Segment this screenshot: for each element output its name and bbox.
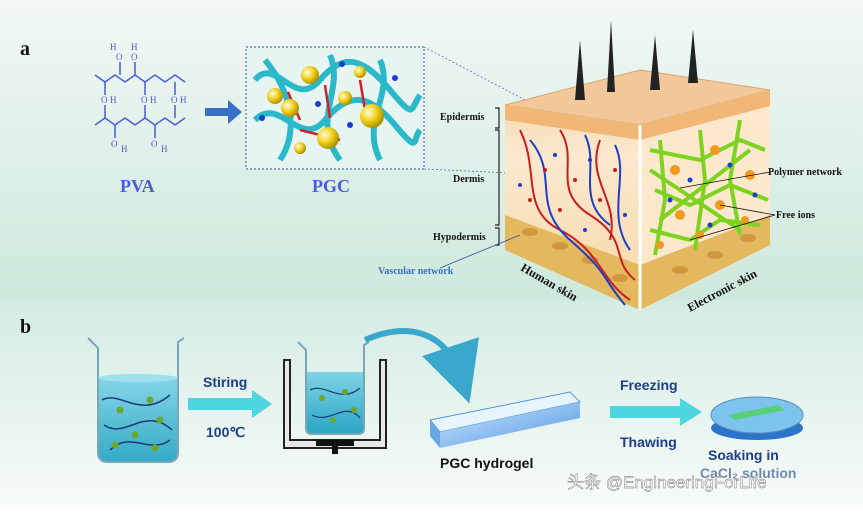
pgc-label: PGC	[312, 176, 350, 196]
vascular-network-label: Vascular network	[378, 266, 454, 277]
vascular-pointer	[439, 234, 521, 269]
svg-text:O: O	[131, 52, 138, 62]
pva-structure	[94, 62, 186, 138]
free-ions-label: Free ions	[776, 210, 815, 221]
annotation-pointers	[679, 171, 776, 241]
pva-label: PVA	[120, 176, 155, 196]
freezing-label: Freezing	[620, 377, 678, 393]
pgc-network	[252, 53, 423, 162]
svg-text:O: O	[151, 139, 158, 149]
svg-text:H: H	[131, 42, 138, 52]
skin-cross-section	[504, 20, 771, 310]
svg-text:O: O	[111, 139, 118, 149]
soaking-solution-label: CaCl₂ solution	[700, 465, 796, 481]
stiring-arrow	[188, 390, 272, 418]
hydrogel-label: PGC hydrogel	[440, 455, 533, 471]
pour-arrow	[363, 328, 479, 404]
dermis-label: Dermis	[453, 174, 484, 185]
panel-a-label: a	[20, 38, 30, 60]
beaker-stirring	[87, 337, 185, 463]
pva-atom-labels: O H O H O H O H O H O H O H	[101, 42, 187, 154]
svg-text:H: H	[110, 95, 117, 105]
panel-b-label: b	[20, 316, 31, 338]
svg-text:O: O	[171, 95, 178, 105]
polymer-network-label: Polymer network	[768, 167, 842, 178]
svg-text:O: O	[141, 95, 148, 105]
petri-dish	[710, 396, 804, 440]
thawing-label: Thawing	[620, 434, 677, 450]
hydrogel-slab	[429, 391, 582, 448]
temperature-label: 100℃	[206, 424, 245, 440]
svg-text:H: H	[150, 95, 157, 105]
svg-text:O: O	[116, 52, 123, 62]
svg-text:O: O	[101, 95, 108, 105]
watermark: 头条 @EngineeringForLife	[567, 473, 767, 492]
svg-text:H: H	[180, 95, 187, 105]
soaking-label: Soaking in	[708, 447, 779, 463]
freeze-thaw-arrow	[610, 398, 702, 426]
epidermis-label: Epidermis	[440, 112, 485, 123]
svg-text:H: H	[110, 42, 117, 52]
pva-to-pgc-arrow	[205, 100, 242, 124]
hypodermis-label: Hypodermis	[433, 232, 486, 243]
layer-brackets	[495, 107, 500, 246]
svg-text:H: H	[121, 144, 128, 154]
svg-text:H: H	[161, 144, 168, 154]
heating-bath	[283, 341, 387, 454]
stiring-label: Stiring	[203, 374, 247, 390]
